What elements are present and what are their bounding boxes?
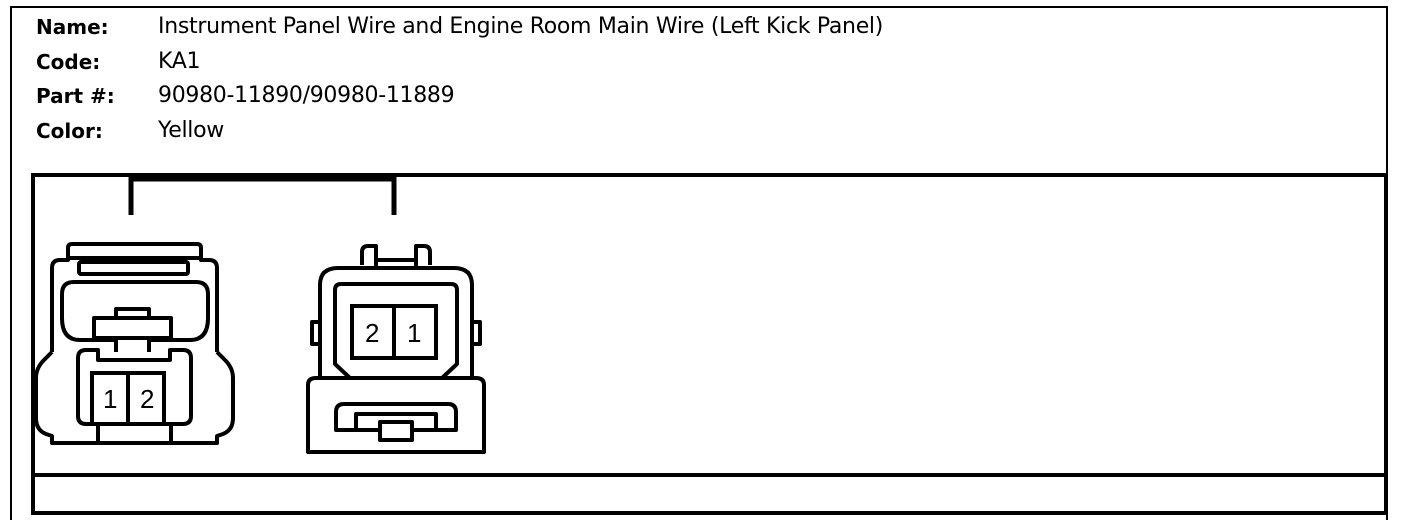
left-pin-2: 2: [140, 384, 154, 414]
color-value: Yellow: [158, 117, 224, 143]
right-pin-2: 2: [365, 318, 379, 348]
part-value: 90980-11890/90980-11889: [158, 83, 455, 108]
connector-panel-footer: [31, 473, 1388, 515]
code-value: KA1: [158, 48, 201, 74]
part-label: Part #:: [36, 84, 115, 108]
color-label: Color:: [36, 118, 103, 143]
right-pin-1: 1: [407, 318, 421, 348]
code-row: Code: KA1: [36, 45, 883, 80]
right-pin-cavity: [350, 304, 438, 360]
left-pin-1: 1: [103, 384, 117, 414]
part-row: Part #: 90980-11890/90980-11889: [36, 79, 883, 114]
connector-info: Name: Instrument Panel Wire and Engine R…: [36, 10, 883, 148]
mating-bracket: [128, 176, 397, 215]
code-label: Code:: [36, 49, 101, 74]
name-value: Instrument Panel Wire and Engine Room Ma…: [158, 14, 884, 39]
name-row: Name: Instrument Panel Wire and Engine R…: [36, 10, 883, 45]
name-label: Name:: [36, 15, 109, 39]
color-row: Color: Yellow: [36, 114, 883, 149]
left-pin-cavity: [90, 371, 166, 426]
